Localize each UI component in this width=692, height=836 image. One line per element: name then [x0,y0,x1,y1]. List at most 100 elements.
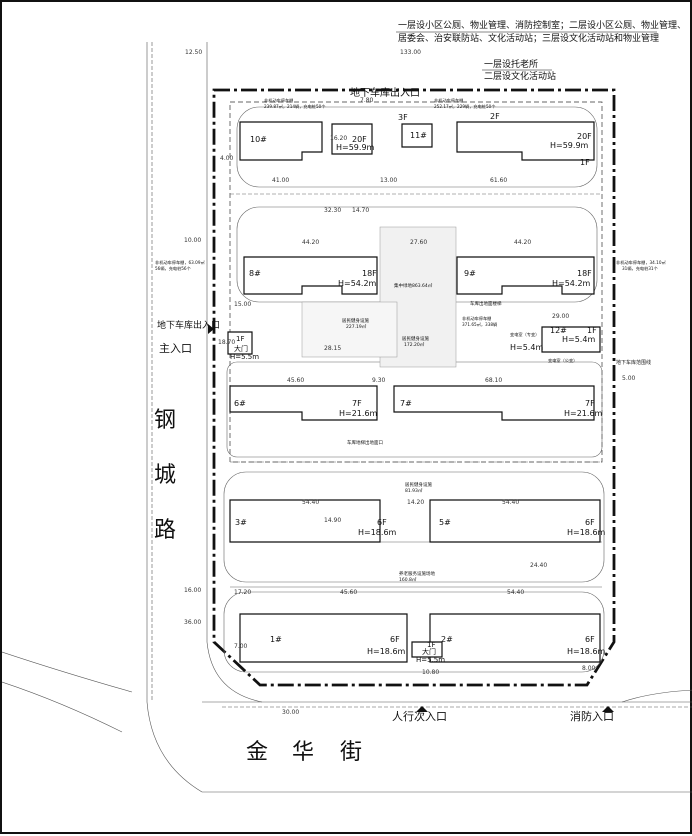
south-road-char-3: 街 [340,740,362,765]
internal-roads [223,106,605,673]
building-6-floors: 7F [352,399,362,408]
garage-entrance-top-label: 地下车库出入口 [350,86,420,99]
dim-d13: 54.40 [302,499,319,506]
dim-d14: 14.20 [407,499,424,506]
building-7-floors: 7F [585,399,595,408]
dim-d25: 32.30 [324,207,341,214]
dim-d5: 61.60 [490,177,507,184]
dim-d11: 68.10 [485,377,502,384]
fitness-1-label: 居民健身设施 [342,317,369,324]
gate-main-label: 大门 [234,344,248,353]
dim-d8: 44.20 [514,239,531,246]
dim-d31: 10.00 [184,237,201,244]
bike-c-title: 非机动车停车棚，63.09㎡ [155,259,205,266]
building-1-floors: 6F [390,635,400,644]
dim-d20: 30.00 [282,709,299,716]
building-10-floors: 20F [352,135,367,144]
dim-d34: 7.00 [234,643,248,650]
dim-d17: 45.60 [340,589,357,596]
bike-c-value: 56辆，充电桩56个 [155,265,192,272]
building-1f-top: 1F [580,158,590,167]
dim-top-width: 133.00 [400,49,421,56]
building-12-height: H=5.4m [562,335,595,344]
building-5-height: H=18.6m [567,528,606,537]
plaza [301,301,398,358]
gate-south-height: H=5.5m [416,656,445,664]
fitness-2-label: 居民健身设施 [402,335,429,342]
site-boundary [212,88,616,687]
dim-d12: 29.00 [552,313,569,320]
building-2f-label: 2F [490,112,500,121]
dim-d15: 54.40 [502,499,519,506]
building-10-id: 10# [250,135,267,144]
elderly-area: 160.8㎡ [399,576,417,583]
building-3f-label: 3F [398,113,408,122]
building-7-height: H=21.6m [564,409,603,418]
transformer2-label: 变电室（公变） [548,357,577,364]
elderly-label: 养老服务设施场地 [399,570,435,577]
building-1f-b-height: H=5.4m [510,343,543,352]
bike-d-title: 非机动车停车棚，34.10㎡ [616,259,666,266]
building-8-floors: 18F [362,269,377,278]
central-green-label: 集中绿地863.64㎡ [394,282,433,289]
note-line-4: 二层设文化活动站 [484,70,556,82]
building-1-height: H=18.6m [367,647,406,656]
building-9-id: 9# [464,269,476,278]
fire-entrance-label: 消防入口 [570,709,614,723]
west-road-char-2: 城 [154,463,176,488]
dim-d22: 5.00 [622,375,636,382]
dim-d10: 9.30 [372,377,386,384]
building-9-floors: 18F [577,269,592,278]
building-east-floors: 20F [577,132,592,141]
bike-a-value: 239.87㎡，214辆，充电桩50个 [264,103,326,110]
pedestrian-entrance-arrow [416,706,428,712]
building-7-id: 7# [400,399,412,408]
dim-d16: 17.20 [234,589,251,596]
note-line-1: 一层设小区公厕、物业管理、消防控制室；二层设小区公厕、物业管理、 [398,19,686,31]
dim-d18: 54.40 [507,589,524,596]
bike-b-value: 252.17㎡，229辆，充电桩50个 [434,103,496,110]
dim-d4: 13.00 [380,177,397,184]
dim-d28: 14.90 [324,517,341,524]
building-2-floors: 6F [585,635,595,644]
garage-limit-label: 地下车库范围线 [616,359,651,366]
main-entrance-arrow [208,324,214,334]
building-3-height: H=18.6m [358,528,397,537]
garage-exit-label: 车库地梯出地面口 [347,439,383,446]
bike-b-title: 非机动车停车棚 [434,97,463,104]
west-road-char-1: 钢 [154,408,176,433]
dim-d2: 7.80 [360,97,374,104]
facility-labels: 集中绿地863.64㎡ 居民健身设施 227.19㎡ 居民健身设施 172.20… [155,97,666,583]
gate-south-floors: 1F [427,641,435,649]
building-12-floors: 1F [587,326,597,335]
building-5-floors: 6F [585,518,595,527]
fitness-1-area: 227.19㎡ [346,323,367,330]
dim-d27: 28.15 [324,345,341,352]
fire-entrance-arrow [602,706,614,712]
dim-d24: 16.20 [330,135,347,142]
building-8-height: H=54.2m [338,279,377,288]
building-1-id: 1# [270,635,282,644]
building-9-height: H=54.2m [552,279,591,288]
building-3-floors: 6F [377,518,387,527]
gate-main-height: H=5.5m [230,353,259,361]
building-6-id: 6# [234,399,246,408]
dim-d32: 18.70 [218,339,235,346]
building-8-id: 8# [249,269,261,278]
west-road-char-3: 路 [154,518,176,543]
bike-e-value: 371.65㎡，338辆 [462,321,497,328]
building-3-id: 3# [235,518,247,527]
dim-d29: 24.40 [530,562,547,569]
bike-d-value: 31辆，充电桩31个 [622,265,659,272]
dim-d1: 12.50 [185,49,202,56]
fitness-3-area: 81.93㎡ [405,487,423,494]
entrance-markers [208,324,614,712]
transformer-label: 变电室（专变） [510,331,539,338]
note-line-2: 居委会、治安联防站、文化活动站；三层设文化活动站和物业管理 [398,32,659,44]
dim-d21: 16.00 [184,587,201,594]
building-11-id: 11# [410,131,427,140]
pedestrian-entrance-label: 人行次入口 [392,709,447,723]
gate-main-floors: 1F [236,335,244,343]
dim-d3: 41.00 [272,177,289,184]
